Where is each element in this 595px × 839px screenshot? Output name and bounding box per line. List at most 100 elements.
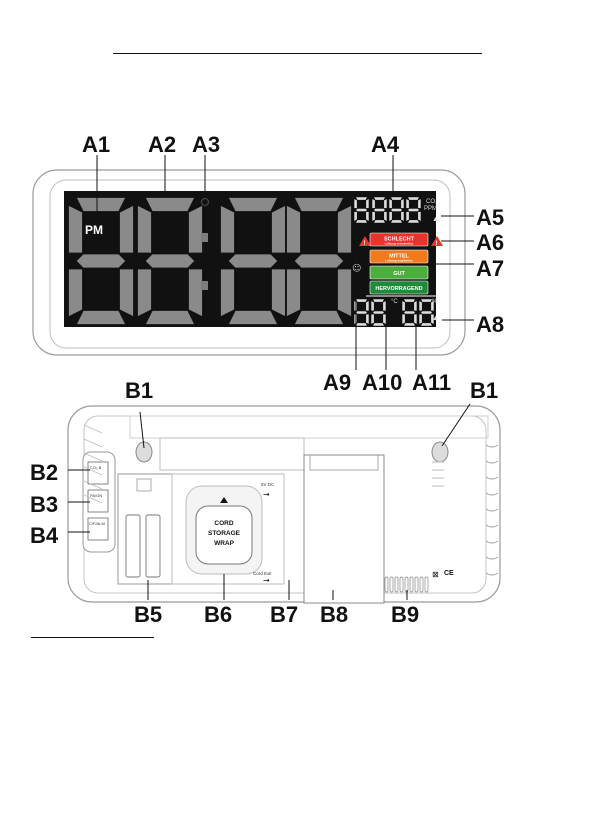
hanging-hole-right: [432, 442, 448, 462]
time-digit-1-segment: [119, 205, 134, 254]
label-b1-left: B1: [125, 378, 153, 403]
time-digit-4-segment: [294, 254, 345, 269]
humidity-digit-2-segment: [419, 314, 422, 324]
level-3: GUT: [370, 266, 428, 279]
vent-slot: [385, 577, 388, 592]
comfort-icon: ☺: [352, 263, 361, 274]
co2-digit-1-segment: [354, 212, 357, 222]
time-digit-2-segment: [137, 269, 152, 318]
humidity-digit-2-segment: [421, 299, 433, 302]
level-label: GUT: [393, 271, 405, 277]
humidity-digit-2-segment: [421, 323, 433, 326]
co2-digit-2-segment: [372, 212, 375, 222]
label-b4: B4: [30, 523, 59, 548]
co2-digit-3-segment: [401, 199, 404, 209]
co2-digit-1-segment: [356, 197, 368, 200]
percent-unit: %: [432, 299, 438, 305]
level-2: MITTELLüftung empfohlen: [370, 250, 428, 263]
co2-digit-2-segment: [374, 208, 386, 211]
weee-bin-icon: ⊠: [432, 570, 439, 579]
time-digit-1-segment: [76, 197, 127, 212]
label-a2: A2: [148, 132, 176, 157]
co2-digit-3-segment: [389, 212, 392, 222]
vent-slot: [415, 577, 418, 592]
temp-digit-1-segment: [356, 299, 368, 302]
time-digit-3-segment: [228, 197, 279, 212]
co2-digit-2-segment: [384, 199, 387, 209]
battery-cell-right: [146, 515, 160, 577]
co2-digit-3-segment: [391, 208, 403, 211]
humidity-digit-2-segment: [419, 301, 422, 311]
label-a5: A5: [476, 205, 504, 230]
level-label: HERVORRAGEND: [375, 286, 422, 292]
co2-trend-icon: ▲: [432, 216, 439, 223]
humidity-trend-icon: ▲: [432, 315, 439, 322]
time-digit-4-segment: [294, 310, 345, 325]
time-digit-1-segment: [68, 269, 83, 318]
co2-digit-1-segment: [366, 199, 369, 209]
back-recess: [160, 438, 304, 470]
pm-indicator: PM: [85, 223, 103, 237]
temp-digit-2-segment: [371, 314, 374, 324]
co2-digit-1-segment: [354, 199, 357, 209]
vent-slot: [425, 577, 428, 592]
label-a7: A7: [476, 256, 504, 281]
temp-digit-1-segment: [356, 323, 368, 326]
svg-text:!: !: [364, 241, 366, 247]
cord-label-3: WRAP: [214, 540, 235, 547]
co2-digit-4-segment: [406, 212, 409, 222]
switch-cf-alm-label: C/F/ALM: [89, 521, 105, 526]
switch-co2-label: CO₂ B: [90, 465, 102, 470]
co2-digit-3-segment: [401, 212, 404, 222]
co2-digit-3-segment: [389, 199, 392, 209]
time-digit-4-segment: [286, 269, 301, 318]
label-b1-right: B1: [470, 378, 498, 403]
co2-digit-4-segment: [418, 199, 421, 209]
label-a3: A3: [192, 132, 220, 157]
co2-digit-3-segment: [391, 220, 403, 223]
humidity-digit-1-segment: [404, 311, 416, 314]
time-digit-2-segment: [145, 310, 196, 325]
label-a9: A9: [323, 370, 351, 395]
co2-unit: CO₂: [426, 199, 438, 205]
dc-label: 5V DC: [261, 482, 275, 487]
time-digit-3-segment: [220, 269, 235, 318]
time-digit-1-segment: [119, 269, 134, 318]
co2-digit-4-segment: [406, 199, 409, 209]
label-a6: A6: [476, 230, 504, 255]
vent-slot: [410, 577, 413, 592]
time-digit-4-segment: [294, 197, 345, 212]
time-digit-3-segment: [220, 205, 235, 254]
label-a10: A10: [362, 370, 402, 395]
back-view: CO₂ B PA/ON C/F/ALM CORD STORAGE WRAP 5V…: [30, 378, 500, 627]
vent-slot: [405, 577, 408, 592]
time-digit-4-segment: [286, 205, 301, 254]
label-b3: B3: [30, 492, 58, 517]
time-digit-3-segment: [271, 269, 286, 318]
co2-digit-2-segment: [372, 199, 375, 209]
co2-digit-4-segment: [408, 208, 420, 211]
level-sublabel: Lüftung empfohlen: [385, 259, 412, 263]
co2-digit-2-segment: [384, 212, 387, 222]
temp-digit-2-segment: [373, 323, 385, 326]
time-digit-3-segment: [271, 205, 286, 254]
level-sublabel: Lüftung erforderlich: [385, 242, 414, 246]
cord-label-2: STORAGE: [208, 530, 241, 537]
temp-digit-2-segment: [383, 301, 386, 311]
label-a4: A4: [371, 132, 400, 157]
cord-exit-arrow-icon: →: [263, 576, 270, 585]
colon-top: [201, 233, 208, 242]
co2-digit-1-segment: [356, 220, 368, 223]
temp-digit-2-segment: [371, 301, 374, 311]
humidity-digit-1-segment: [404, 323, 416, 326]
label-a1: A1: [82, 132, 110, 157]
humidity-digit-1-segment: [404, 299, 416, 302]
label-b6: B6: [204, 602, 232, 627]
time-digit-1-segment: [68, 205, 83, 254]
time-digit-3-segment: [228, 254, 279, 269]
label-b5: B5: [134, 602, 162, 627]
level-4: HERVORRAGEND: [370, 281, 428, 294]
label-a8: A8: [476, 312, 504, 337]
time-digit-1-segment: [76, 310, 127, 325]
